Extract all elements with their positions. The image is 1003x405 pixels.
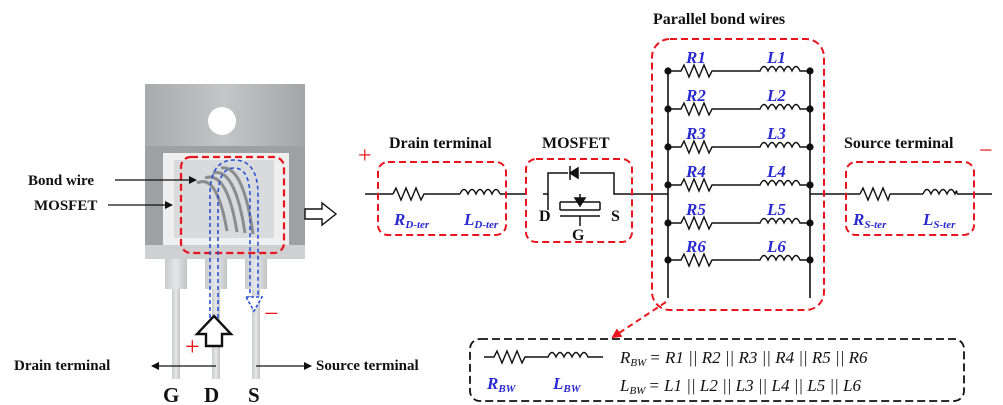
- equivalent-box: [469, 338, 965, 402]
- bond-wire-row: R2 L2: [664, 86, 814, 117]
- bond-inductor-label: L5: [766, 200, 786, 219]
- source-terminal-title: Source terminal: [844, 135, 954, 152]
- drain-resistor-label: RD-ter: [393, 210, 430, 231]
- equivalent-r-label: RBW: [486, 374, 517, 395]
- bond-node-right: [806, 143, 814, 151]
- bond-node-left: [664, 67, 672, 75]
- bond-wire-rl: [668, 139, 810, 155]
- leg-gate: [165, 259, 187, 289]
- current-entry-arrow: [194, 314, 234, 348]
- bond-inductor-label: L6: [766, 237, 786, 256]
- drain-terminal-block: Drain terminal + RD-ter LD-ter: [358, 135, 507, 236]
- callout-mosfet: MOSFET: [34, 198, 97, 214]
- mosfet-pin-drain: D: [539, 208, 551, 225]
- bond-wire-row: R5 L5: [664, 200, 814, 231]
- bond-wire-row: R6 L6: [664, 237, 814, 268]
- drain-inductor: [459, 188, 501, 196]
- bond-wire-rl: [668, 63, 810, 79]
- bond-wire-rl: [668, 215, 810, 231]
- bond-inductor-label: L4: [766, 162, 786, 181]
- package-minus-sign: −: [264, 299, 279, 328]
- source-terminal-box: [845, 161, 975, 236]
- current-path: [209, 159, 259, 332]
- equivalent-pointer: [611, 301, 667, 339]
- package-base: [145, 245, 305, 259]
- mosfet-block: MOSFET D S G: [525, 135, 633, 244]
- bond-wire-bundle: [196, 166, 255, 235]
- bond-node-left: [664, 181, 672, 189]
- equivalent-block: RBW LBW RBW= R1 || R2 || R3 || R4 || R5 …: [469, 338, 965, 402]
- bond-resistor-label: R1: [685, 48, 706, 67]
- bond-wire-row: R4 L4: [664, 162, 814, 193]
- bond-inductor-label: L1: [766, 48, 786, 67]
- drain-inductor-label: LD-ter: [463, 210, 499, 231]
- transform-arrow: [304, 201, 338, 227]
- package-callouts: Bond wire MOSFET Drain terminal Source t…: [14, 173, 419, 405]
- pin-label-source: S: [248, 383, 260, 405]
- bond-resistor-label: R5: [685, 200, 706, 219]
- bond-wires-title: Parallel bond wires: [653, 11, 785, 28]
- pin-label-drain: D: [204, 383, 219, 405]
- current-exit-arrow: [244, 296, 264, 313]
- source-resistor: [859, 186, 891, 202]
- source-inductor: [922, 188, 958, 196]
- bond-resistor-label: R3: [685, 124, 706, 143]
- bond-wire-rl: [668, 252, 810, 268]
- equivalent-inductor: [536, 351, 603, 359]
- mosfet-pin-gate: G: [572, 227, 585, 244]
- pin-gate: [172, 289, 180, 379]
- circuit-minus-sign: −: [979, 138, 993, 164]
- bond-node-right: [806, 256, 814, 264]
- pin-source: [252, 289, 260, 379]
- source-terminal-block: Source terminal − RS-ter LS-ter: [844, 135, 993, 236]
- bond-resistor-label: R2: [685, 86, 706, 105]
- package-highlight-box: [179, 155, 286, 255]
- circuit-plus-sign: +: [358, 143, 372, 169]
- mosfet-die: [174, 160, 274, 238]
- source-inductor-label: LS-ter: [922, 210, 956, 231]
- bond-wire-row: R1 L1: [664, 48, 814, 79]
- l-bw-formula: LBW= L1 || L2 || L3 || L4 || L5 || L6: [619, 376, 862, 397]
- bond-node-right: [806, 105, 814, 113]
- mosfet-box: [525, 158, 633, 243]
- equivalent-l-label: LBW: [552, 374, 582, 395]
- drain-resistor: [392, 186, 427, 202]
- mosfet-title: MOSFET: [542, 135, 610, 152]
- source-resistor-label: RS-ter: [852, 210, 887, 231]
- bond-inductor-label: L2: [766, 86, 786, 105]
- pin-label-gate: G: [163, 383, 179, 405]
- drain-terminal-title: Drain terminal: [389, 135, 492, 152]
- mosfet-pin-source: S: [611, 208, 620, 225]
- leg-source: [245, 259, 267, 289]
- bond-node-right: [806, 67, 814, 75]
- bond-resistor-label: R6: [685, 237, 706, 256]
- leg-drain: [205, 259, 227, 289]
- equivalent-resistor: [484, 349, 536, 365]
- r-bw-formula: RBW= R1 || R2 || R3 || R4 || R5 || R6: [619, 348, 868, 369]
- bond-wire-rl: [668, 101, 810, 117]
- bond-resistor-label: R4: [685, 162, 706, 181]
- bond-wire-row: R3 L3: [664, 124, 814, 155]
- bond-node-left: [664, 219, 672, 227]
- callout-bond-wire: Bond wire: [28, 173, 94, 189]
- bond-wires-box: [651, 38, 825, 311]
- bond-inductor-label: L3: [766, 124, 786, 143]
- callout-source-terminal: Source terminal: [316, 358, 419, 374]
- bond-wire-rl: [668, 177, 810, 193]
- bond-node-left: [664, 105, 672, 113]
- drain-terminal-box: [377, 161, 507, 236]
- bond-node-left: [664, 256, 672, 264]
- bond-node-right: [806, 181, 814, 189]
- package-plus-sign: +: [185, 332, 200, 361]
- bond-node-left: [664, 143, 672, 151]
- callout-drain-terminal: Drain terminal: [14, 358, 110, 374]
- mounting-hole: [208, 107, 236, 135]
- mosfet-symbol: [543, 166, 628, 226]
- bond-node-right: [806, 219, 814, 227]
